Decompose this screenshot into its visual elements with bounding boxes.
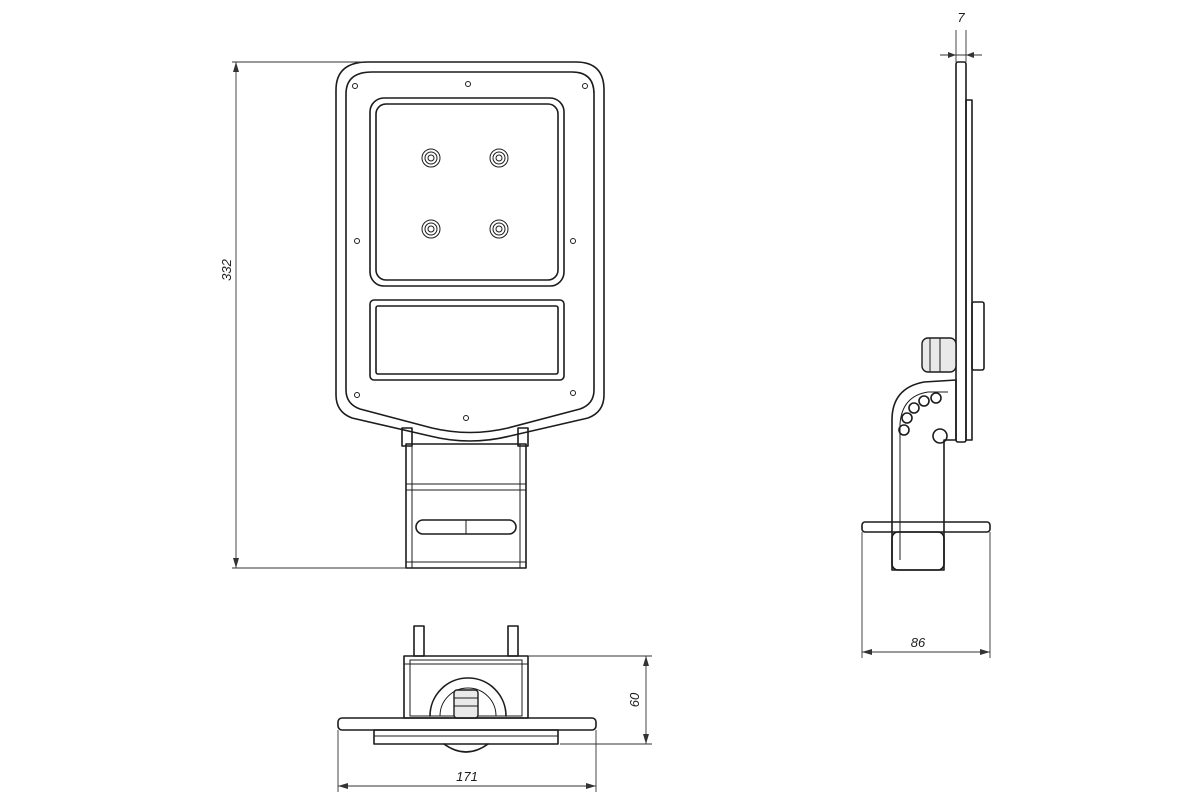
led-emitter [489, 148, 509, 168]
dimension-label-bottom-height: 60 [627, 692, 642, 707]
dimension-label-height: 332 [219, 258, 234, 280]
led-emitter [421, 219, 441, 239]
driver-compartment [369, 299, 565, 381]
mounting-bracket [401, 427, 529, 569]
dimension-label-width: 171 [456, 769, 478, 784]
led-emitter [489, 219, 509, 239]
bottom-view: 171 60 [337, 625, 652, 792]
dimension-side-depth: 86 [861, 532, 991, 658]
dimension-side-thickness: 7 [940, 10, 982, 62]
led-panel [369, 97, 565, 287]
front-view: 332 [219, 61, 605, 569]
dimension-bottom-width: 171 [337, 730, 597, 792]
dimension-front-height: 332 [219, 61, 406, 569]
housing-screw-holes [352, 81, 588, 421]
dimension-label-thickness: 7 [957, 10, 965, 25]
led-emitter [421, 148, 441, 168]
dimension-bottom-height: 60 [528, 655, 652, 745]
dimension-label-depth: 86 [911, 635, 926, 650]
tilt-adjustment-holes [898, 392, 948, 444]
side-view: 86 7 [861, 10, 991, 658]
